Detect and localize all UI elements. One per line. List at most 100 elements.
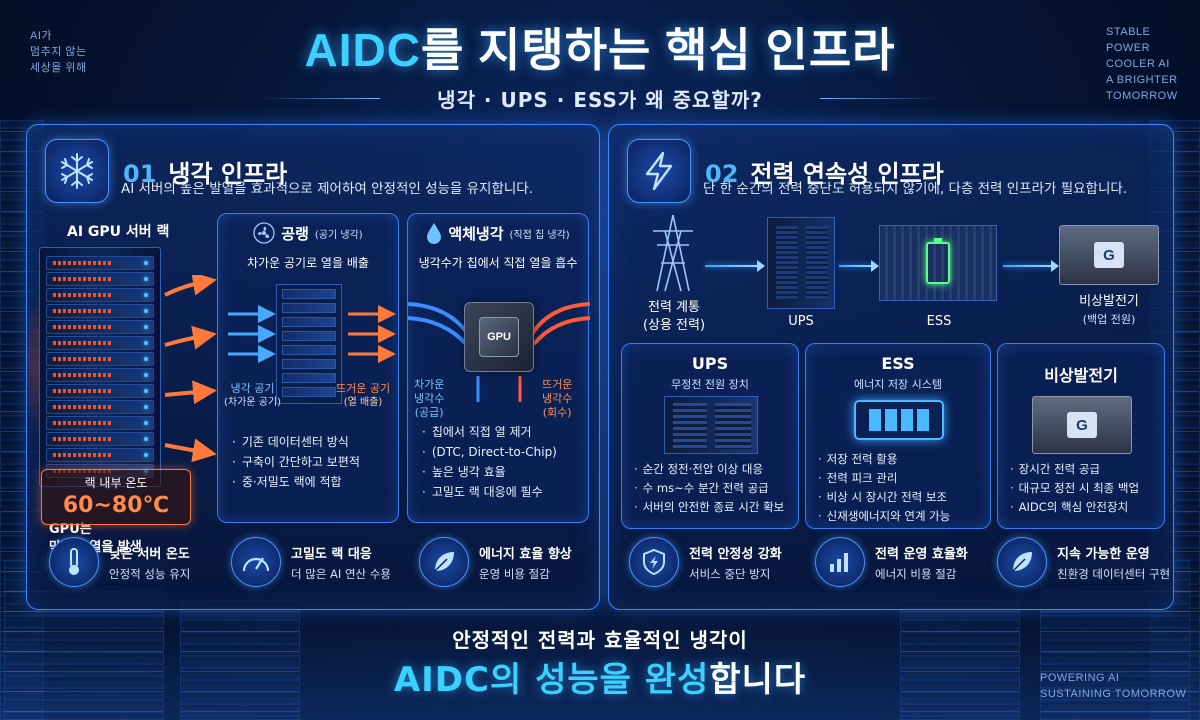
bullet-item: 고밀도 랙 대응에 필수 (422, 482, 557, 502)
section-number: 02 (705, 159, 739, 188)
bullet-item: 높은 냉각 효율 (422, 462, 557, 482)
feature-title: 전력 안정성 강화 (689, 546, 782, 562)
bullet-item: 전력 피크 관리 (818, 469, 950, 488)
ups-bullets: 순간 정전·전압 이상 대응 수 ms~수 분간 전력 공급 서버의 안전한 종… (634, 460, 785, 517)
rack-unit (46, 256, 154, 270)
generator-label-line: (백업 전원) (1082, 313, 1136, 326)
bullet-item: 비상 시 장시간 전력 보조 (818, 488, 950, 507)
cooling-panel: 01 냉각 인프라 AI 서버의 높은 발열을 효과적으로 제어하여 안정적인 성… (26, 124, 600, 610)
flow-arrow (1003, 260, 1059, 272)
hot-coolant-line: 뜨거운 (542, 378, 573, 391)
subtitle-wrap: 냉각 · UPS · ESS가 왜 중요할까? (260, 82, 830, 114)
leaf-icon (997, 537, 1047, 587)
rack-unit (282, 317, 336, 327)
rack-unit (282, 359, 336, 369)
cool-coolant-line: 냉각수 (414, 392, 445, 405)
rack-unit (46, 368, 154, 382)
footer-accent: AIDC의 성능을 완성 (393, 660, 710, 700)
bullet-item: 신재생에너지와 연계 가능 (818, 507, 951, 526)
shield-icon (629, 537, 679, 587)
feature-desc: 친환경 데이터센터 구현 (1057, 566, 1171, 581)
title-accent: AIDC (304, 24, 421, 76)
air-bullets: 기존 데이터센터 방식 구축이 간단하고 보편적 중·저밀도 랙에 적합 (232, 432, 360, 492)
ess-flow-label: ESS (926, 314, 952, 329)
corner-line: COOLER AI (1106, 58, 1170, 70)
bullet-item: AIDC의 핵심 안전장치 (1010, 498, 1139, 517)
section-title: 전력 연속성 인프라 (750, 159, 944, 188)
rack-unit (46, 384, 154, 398)
rack-unit (46, 432, 154, 446)
ups-card: UPS 무정전 전원 장치 순간 정전·전압 이상 대응 수 ms~수 분간 전… (621, 343, 799, 529)
gpu-chip: GPU (464, 302, 534, 372)
generator-label-line: 비상발전기 (1079, 294, 1139, 309)
battery-icon (926, 238, 950, 284)
bullet-item: 저장 전력 활용 (818, 450, 950, 469)
corner-line: AI가 (30, 30, 53, 42)
feature-title: 에너지 효율 향상 (479, 546, 572, 562)
bullet-item: 장시간 전력 공급 (1010, 460, 1139, 479)
bar-chart-icon (815, 537, 865, 587)
bullet-item: 순간 정전·전압 이상 대응 (634, 460, 784, 479)
heat-arrows (164, 275, 217, 463)
rack-unit (46, 272, 154, 286)
bullet-item-continued: (DTC, Direct-to-Chip) (422, 442, 557, 462)
power-panel: 02 전력 연속성 인프라 단 한 순간의 전력 중단도 허용되지 않기에, 다층… (608, 124, 1174, 610)
rack-unit (282, 373, 336, 383)
title-rest: 를 지탱하는 핵심 인프라 (420, 24, 896, 76)
rack-unit (46, 400, 154, 414)
power-panel-header: 02 전력 연속성 인프라 (627, 139, 944, 203)
corner-text-bottom: POWERING AI SUSTAINING TOMORROW (1040, 670, 1186, 702)
feature-title: 전력 운영 효율화 (875, 546, 968, 562)
mini-server-rack (276, 284, 342, 404)
liquid-cooling-card: 액체냉각 (직접 칩 냉각) 냉각수가 칩에서 직접 열을 흡수 GPU 차가운… (407, 213, 590, 523)
page-subtitle: 냉각 · UPS · ESS가 왜 중요할까? (437, 87, 763, 112)
feature-low-temp: 낮은 서버 온도 안정적 성능 유지 (49, 537, 190, 587)
flow-arrow (839, 260, 879, 272)
feature-desc: 더 많은 AI 연산 수용 (291, 566, 391, 581)
section-number: 01 (123, 159, 157, 188)
ess-card-title: ESS (881, 354, 915, 373)
bullet-item: 수 ms~수 분간 전력 공급 (634, 479, 784, 498)
ups-cabinet (767, 217, 835, 309)
generator-card-title: 비상발전기 (1044, 366, 1118, 385)
rack-unit (46, 416, 154, 430)
ups-card-subtitle: 무정전 전원 장치 (671, 378, 749, 391)
leaf-icon (419, 537, 469, 587)
thermometer-icon (49, 537, 99, 587)
generator-badge: G (1067, 412, 1097, 438)
generator-card: 비상발전기 G 장시간 전력 공급 대규모 정전 시 최종 백업 AIDC의 핵… (997, 343, 1165, 529)
gpu-server-rack (39, 247, 161, 487)
feature-high-density: 고밀도 랙 대응 더 많은 AI 연산 수용 (231, 537, 391, 587)
cooling-description: AI 서버의 높은 발열을 효과적으로 제어하여 안정적인 성능을 유지합니다. (121, 181, 534, 197)
footer-line-2: AIDC의 성능을 완성합니다 (0, 652, 1200, 701)
generator-badge: G (1094, 242, 1124, 268)
feature-desc: 서비스 중단 방지 (689, 566, 771, 581)
rack-unit (46, 320, 154, 334)
fan-icon (253, 222, 275, 244)
grid-label-line: 전력 계통 (648, 300, 700, 315)
liquid-title-note: (직접 칩 냉각) (509, 229, 570, 241)
feature-desc: 운영 비용 절감 (479, 566, 550, 581)
corner-line: 세상을 위해 (30, 62, 87, 74)
feature-desc: 에너지 비용 절감 (875, 566, 957, 581)
bullet-item: 서버의 안전한 종료 시간 확보 (634, 498, 785, 517)
gpu-heat-line: GPU는 (49, 522, 92, 537)
corner-text-right: STABLE POWER COOLER AI A BRIGHTER TOMORR… (1106, 24, 1178, 104)
grid-label: 전력 계통 (상용 전력) (629, 299, 719, 335)
rack-unit (282, 331, 336, 341)
feature-power-efficiency: 전력 운영 효율화 에너지 비용 절감 (815, 537, 968, 587)
feature-title: 지속 가능한 운영 (1057, 546, 1150, 562)
ups-device-image (664, 396, 758, 454)
rack-temperature-box: 랙 내부 온도 60~80℃ (41, 469, 191, 525)
rack-unit (282, 303, 336, 313)
generator-image: G (1032, 396, 1132, 454)
power-description: 단 한 순간의 전력 중단도 허용되지 않기에, 다층 전력 인프라가 필요합니… (703, 181, 1128, 197)
ups-flow-label: UPS (788, 314, 814, 329)
hot-air-label: 뜨거운 공기 (열 배출) (336, 382, 390, 410)
feature-title: 낮은 서버 온도 (109, 546, 190, 562)
section-title: 냉각 인프라 (168, 159, 288, 188)
air-cooling-title: 공랭 (공기 냉각) (218, 222, 398, 244)
cool-coolant-line: (공급) (414, 406, 444, 419)
hot-air-line: 뜨거운 공기 (336, 382, 391, 395)
liquid-description: 냉각수가 칩에서 직접 열을 흡수 (418, 256, 578, 270)
